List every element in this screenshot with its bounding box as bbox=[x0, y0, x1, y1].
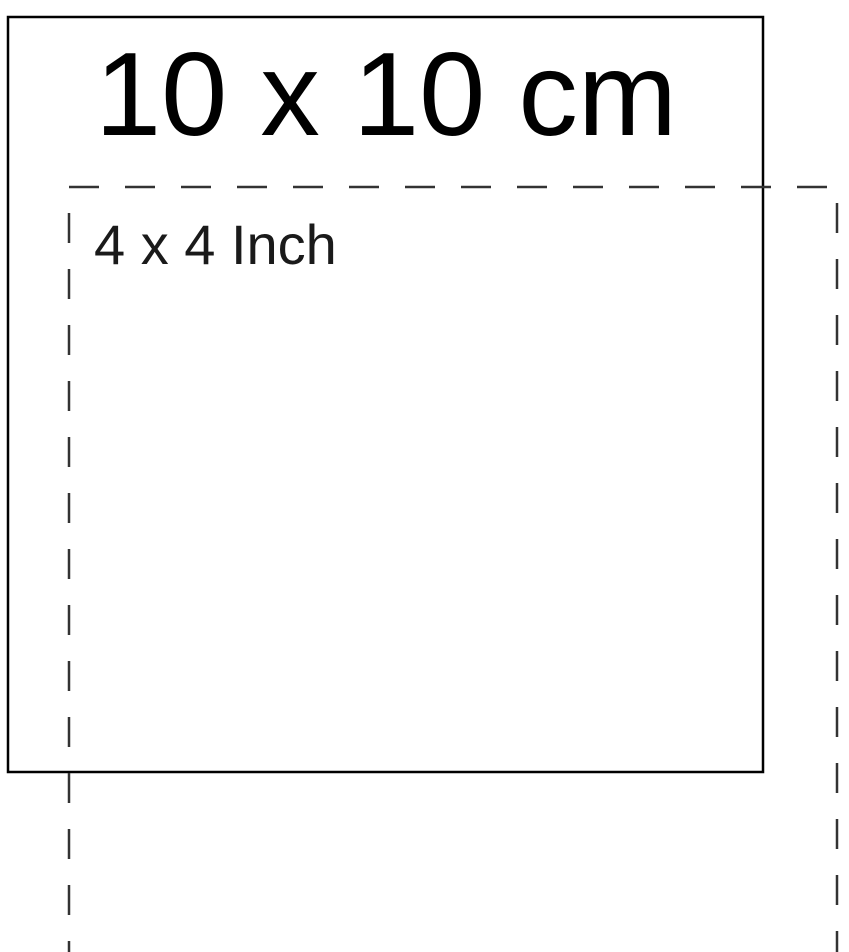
cm-square-label: 10 x 10 cm bbox=[95, 28, 677, 161]
inch-square-outline bbox=[67, 185, 839, 952]
inch-square-label: 4 x 4 Inch bbox=[94, 213, 337, 276]
cm-square-outline bbox=[6, 15, 765, 774]
